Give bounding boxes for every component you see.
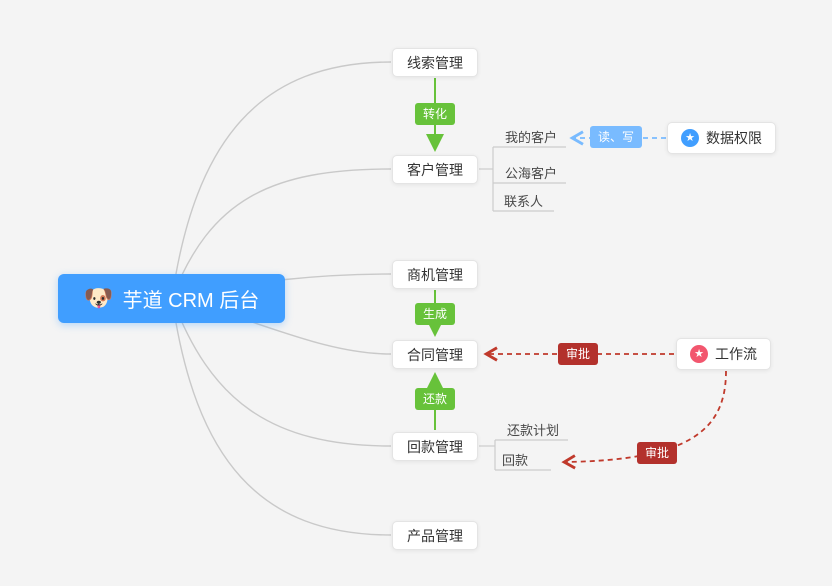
edge-badge-repay: 还款 xyxy=(414,388,456,410)
edge-badge-approve-contract: 审批 xyxy=(557,343,599,365)
data-permission-star-icon: ★ xyxy=(681,129,699,147)
node-customer-management[interactable]: 客户管理 xyxy=(392,155,478,184)
child-node-receipt[interactable]: 回款 xyxy=(502,453,529,468)
edge-badge-generate: 生成 xyxy=(414,303,456,325)
child-node-repayment-plan[interactable]: 还款计划 xyxy=(507,423,560,438)
child-bracket-lines xyxy=(479,146,568,471)
root-node-label: 芋道 CRM 后台 xyxy=(122,290,260,312)
red-workflow-arrows xyxy=(483,346,727,470)
node-data-permission[interactable]: ★ 数据权限 xyxy=(667,122,776,154)
edge-badge-convert: 转化 xyxy=(414,103,456,125)
node-workflow-label: 工作流 xyxy=(715,346,757,362)
node-product-management-label: 产品管理 xyxy=(407,527,463,544)
root-node-crm-backend[interactable]: 🐶 芋道 CRM 后台 xyxy=(58,274,285,323)
node-opportunity-management[interactable]: 商机管理 xyxy=(392,260,478,289)
dog-logo-icon: 🐶 xyxy=(83,284,114,312)
node-lead-management[interactable]: 线索管理 xyxy=(392,48,478,77)
edge-badge-read-write: 读、写 xyxy=(589,126,643,148)
node-receivable-management-label: 回款管理 xyxy=(407,438,463,455)
node-customer-management-label: 客户管理 xyxy=(407,161,463,178)
node-opportunity-management-label: 商机管理 xyxy=(407,266,463,283)
node-data-permission-label: 数据权限 xyxy=(706,130,762,146)
child-node-public-pool-customers[interactable]: 公海客户 xyxy=(505,166,558,181)
node-receivable-management[interactable]: 回款管理 xyxy=(392,432,478,461)
child-node-contacts[interactable]: 联系人 xyxy=(504,194,544,209)
node-contract-management[interactable]: 合同管理 xyxy=(392,340,478,369)
node-workflow[interactable]: ★ 工作流 xyxy=(676,338,771,370)
node-contract-management-label: 合同管理 xyxy=(407,346,463,363)
edge-badge-approve-receivable: 审批 xyxy=(636,442,678,464)
node-product-management[interactable]: 产品管理 xyxy=(392,521,478,550)
workflow-star-icon: ★ xyxy=(690,345,708,363)
child-node-my-customers[interactable]: 我的客户 xyxy=(505,130,558,145)
node-lead-management-label: 线索管理 xyxy=(407,54,463,71)
